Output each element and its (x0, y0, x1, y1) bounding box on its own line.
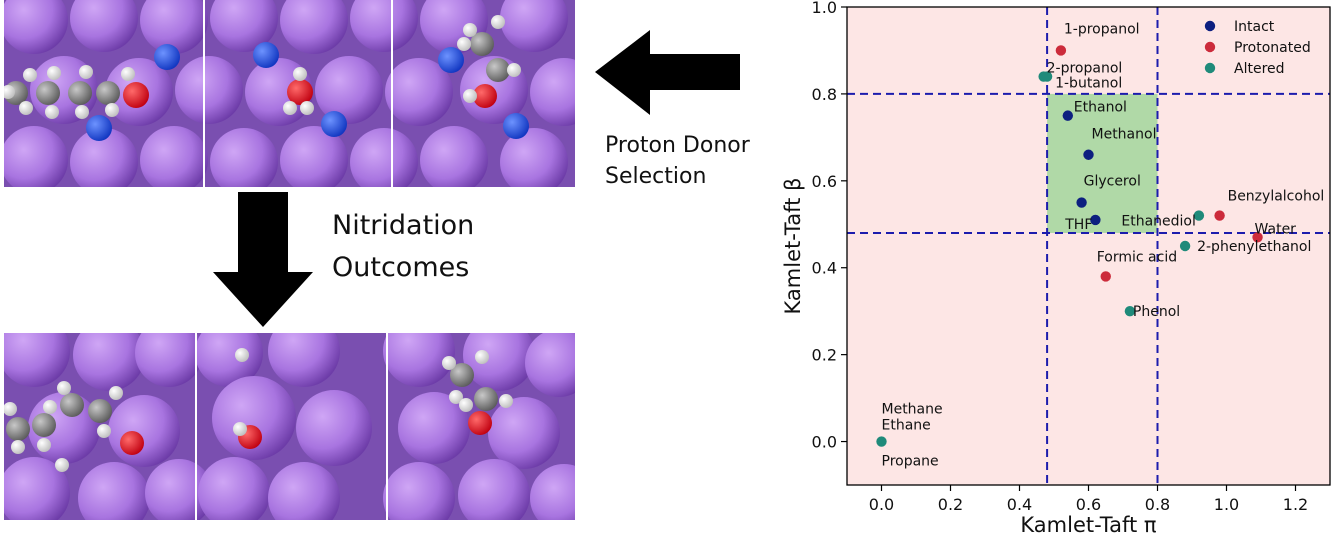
point-label: Ethane (882, 418, 931, 434)
point-label: 1-propanol (1064, 21, 1140, 37)
y-tick-label: 1.0 (812, 0, 837, 17)
legend-marker-altered (1204, 62, 1216, 74)
point-label: THF (1064, 217, 1092, 233)
legend-marker-intact (1204, 20, 1216, 32)
data-point-protonated (1214, 210, 1225, 221)
data-point-intact (1062, 110, 1074, 121)
data-point-altered (876, 436, 887, 447)
data-point-protonated (1100, 271, 1111, 282)
point-label: Phenol (1133, 304, 1180, 320)
point-label: Formic acid (1097, 249, 1177, 265)
chart-background-regions (847, 7, 1330, 485)
data-point-altered (1124, 305, 1136, 317)
y-axis-label: Kamlet-Taft β (781, 178, 805, 315)
water-molecule-top (283, 67, 314, 115)
point-label: 2-propanol (1047, 61, 1123, 77)
lithium-atoms-bottom (4, 333, 575, 520)
y-tick-label: 0.4 (812, 259, 837, 278)
bottom-snapshot-render (4, 333, 575, 520)
data-point-intact (1090, 214, 1101, 226)
x-tick-label: 0.0 (869, 495, 894, 514)
point-label: Glycerol (1084, 174, 1141, 190)
butanol-molecule-top (4, 65, 149, 119)
x-tick-label: 1.0 (1214, 495, 1239, 514)
x-tick-label: 0.6 (1076, 495, 1101, 514)
caption-line-2: Selection (605, 164, 707, 189)
x-tick-label: 0.4 (1007, 495, 1032, 514)
proton-donor-selection-caption: Proton Donor Selection (605, 130, 750, 192)
point-label: Propane (882, 454, 939, 470)
data-point-protonated (1252, 232, 1263, 243)
water-molecule-bottom (233, 348, 262, 449)
caption-line-1: Proton Donor (605, 133, 750, 158)
legend-label: Intact (1234, 19, 1275, 35)
top-snapshot-panel (4, 0, 575, 187)
x-axis-label: Kamlet-Taft π (1020, 513, 1157, 536)
butanol-molecule-bottom (4, 381, 144, 472)
x-tick-label: 0.8 (1145, 495, 1170, 514)
outside-region (847, 7, 1330, 485)
point-label: 1-butanol (1055, 76, 1122, 92)
point-labels: 1-propanol 2-propanol1-butanolEthanolMeth… (882, 21, 1325, 469)
ethanol-molecule-bottom (442, 350, 513, 435)
legend-marker-protonated (1204, 41, 1216, 53)
legend-label: Protonated (1234, 40, 1311, 56)
data-point-intact (1083, 149, 1094, 160)
data-point-altered (1041, 71, 1053, 82)
x-tick-label: 1.2 (1283, 495, 1308, 514)
data-point-altered (1193, 210, 1205, 221)
point-label: Water (1255, 221, 1297, 237)
y-tick-label: 0.0 (812, 433, 837, 452)
point-label: Benzylalcohol (1228, 189, 1325, 205)
left-arrow-icon (595, 30, 740, 115)
data-point-altered (1179, 240, 1191, 252)
data-point-protonated (1055, 45, 1067, 56)
point-label: Methane (882, 402, 943, 418)
y-tick-label: 0.6 (812, 172, 837, 191)
data-point-intact (1076, 197, 1087, 208)
caption-line-1: Nitridation (332, 210, 475, 241)
y-tick-label: 0.2 (812, 346, 837, 365)
point-label: Ethanediol (1121, 214, 1196, 230)
top-snapshot-render (4, 0, 575, 187)
nitridation-outcomes-caption: Nitridation Outcomes (332, 205, 474, 289)
point-label: 2-phenylethanol (1197, 239, 1311, 255)
caption-line-2: Outcomes (332, 252, 470, 283)
point-label: Ethanol (1074, 100, 1127, 116)
bottom-snapshot-panel (4, 333, 575, 520)
y-tick-label: 0.8 (812, 85, 837, 104)
x-tick-label: 0.2 (938, 495, 963, 514)
legend-label: Altered (1234, 61, 1285, 77)
nitrogen-atoms-top (86, 42, 529, 141)
ethanol-molecule-top (457, 15, 521, 108)
point-label: Methanol (1092, 127, 1157, 143)
down-arrow-icon (213, 192, 313, 327)
chart-points (876, 45, 1263, 447)
chart-axes: 0.0 0.2 0.4 0.6 0.8 1.0 1.2 0.0 0.2 0.4 0.6 0.8 1.0 (812, 0, 1331, 514)
threshold-lines (847, 7, 1330, 485)
